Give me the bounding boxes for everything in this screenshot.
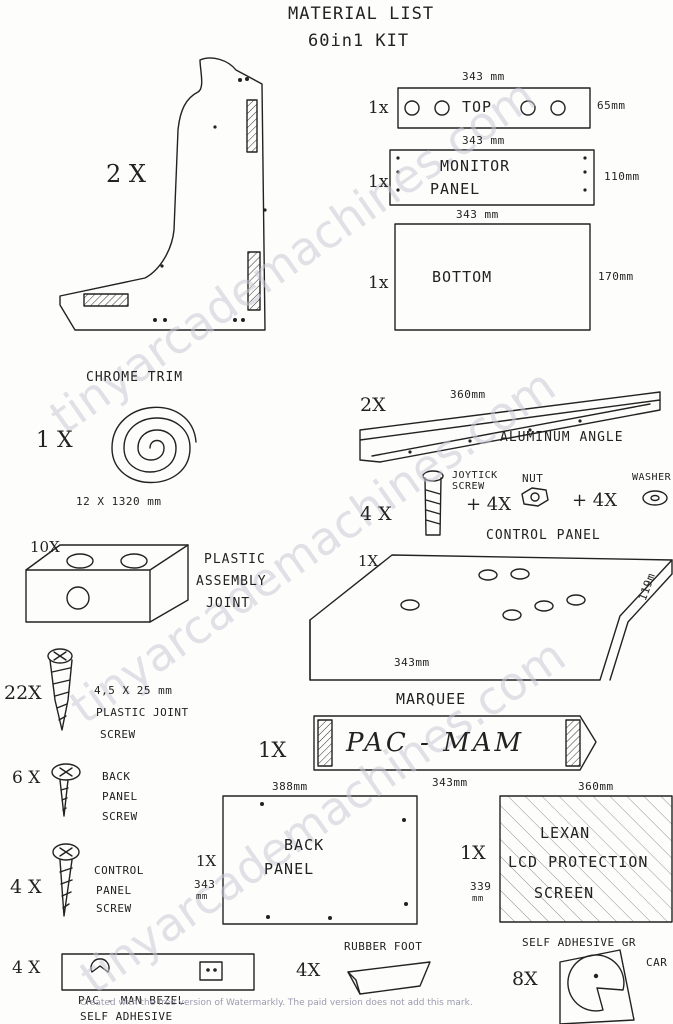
lexan-height: 339: [470, 880, 492, 893]
monitor-height: 110mm: [604, 170, 640, 183]
joint-screw-line-3: SCREW: [100, 728, 136, 741]
chrome-trim-label: CHROME TRIM: [86, 370, 184, 385]
angle-length: 360mm: [450, 388, 486, 401]
angle-label: ALUMINUM ANGLE: [500, 430, 624, 445]
top-board-drawing: [397, 87, 591, 129]
joint-screw-drawing: [47, 648, 73, 731]
lexan-drawing: [499, 795, 673, 923]
nut-drawing: [521, 487, 549, 507]
joint-label-2: ASSEMBLY: [196, 574, 267, 589]
control-screw-drawing: [52, 843, 80, 917]
control-panel-drawing: [309, 554, 673, 681]
control-screw-line-2: PANEL: [96, 884, 132, 897]
back-panel-height: 343: [194, 878, 216, 891]
control-panel-width: 343mm: [394, 656, 430, 669]
back-panel-width: 388mm: [272, 780, 308, 793]
monitor-label-2: PANEL: [430, 180, 481, 198]
bottom-qty: 1x: [368, 273, 389, 293]
marquee-title: MARQUEE: [396, 690, 467, 708]
chrome-trim-qty: 1 X: [36, 428, 73, 453]
joint-qty: 10X: [30, 538, 60, 556]
decal-label-1: SELF ADHESIVE GR: [522, 936, 636, 949]
watermark-footer: Created with the free version of Waterma…: [80, 998, 473, 1008]
nut-label: NUT: [522, 472, 544, 485]
joystick-screw-qty: 4 X: [360, 503, 392, 525]
back-screw-line-2: PANEL: [102, 790, 138, 803]
side-panel-qty: 2 X: [106, 160, 146, 188]
lexan-width: 360mm: [578, 780, 614, 793]
top-label: TOP: [462, 98, 493, 116]
bezel-line-1: PAC - MAN BEZEL: [78, 994, 185, 1007]
nut-qty: + 4X: [466, 494, 512, 515]
control-hw-label: CONTROL PANEL: [486, 528, 601, 543]
monitor-panel-drawing: [389, 149, 595, 206]
back-panel-label-2: PANEL: [264, 860, 315, 878]
back-panel-height-unit: mm: [196, 892, 208, 902]
aluminum-angle-drawing: [359, 391, 661, 463]
joint-label-1: PLASTIC: [204, 552, 266, 567]
bottom-label: BOTTOM: [432, 268, 493, 286]
plastic-joint-drawing: [25, 544, 189, 623]
control-screw-line-1: CONTROL: [94, 864, 144, 877]
rubber-foot-qty: 4X: [296, 960, 321, 981]
control-panel-qty: 1X: [358, 552, 379, 570]
marquee-text: PAC - MAM: [346, 728, 525, 758]
decal-drawing: [559, 949, 635, 1024]
bezel-qty: 4 X: [12, 958, 41, 978]
lexan-line-2: LCD PROTECTION: [508, 853, 649, 871]
chrome-trim-size: 12 X 1320 mm: [76, 495, 162, 508]
washer-drawing: [642, 490, 668, 506]
bottom-height: 170mm: [598, 270, 634, 283]
joint-screw-line-2: PLASTIC JOINT: [96, 706, 189, 719]
bottom-width: 343 mm: [456, 208, 499, 221]
rubber-foot-drawing: [347, 961, 431, 995]
joystick-screw-drawing: [422, 470, 444, 536]
lexan-line-1: LEXAN: [540, 824, 591, 842]
lexan-qty: 1X: [460, 842, 486, 864]
marquee-qty: 1X: [258, 738, 287, 762]
joint-screw-line-1: 4,5 X 25 mm: [94, 684, 173, 697]
joint-screw-qty: 22X: [4, 682, 42, 704]
back-screw-qty: 6 X: [12, 768, 41, 788]
back-panel-qty: 1X: [196, 852, 217, 870]
side-panel-drawing: [59, 57, 267, 331]
angle-qty: 2X: [360, 394, 386, 416]
monitor-label-1: MONITOR: [440, 157, 511, 175]
chrome-trim-spiral: [111, 406, 197, 484]
marquee-width: 343mm: [432, 776, 468, 789]
back-panel-label-1: BACK: [284, 836, 325, 854]
washer-label: WASHER: [632, 472, 672, 483]
marquee-drawing: [313, 715, 597, 771]
lexan-height-unit: mm: [472, 894, 484, 904]
joystick-screw-label: JOYTICK SCREW: [452, 470, 498, 492]
rubber-foot-label: RUBBER FOOT: [344, 940, 423, 953]
monitor-width: 343 mm: [462, 134, 505, 147]
lexan-line-3: SCREEN: [534, 884, 595, 902]
top-qty: 1x: [368, 98, 389, 118]
page-subtitle: 60in1 KIT: [308, 31, 410, 51]
page-title: MATERIAL LIST: [288, 4, 435, 24]
joint-label-3: JOINT: [206, 596, 251, 611]
top-height: 65mm: [597, 99, 626, 112]
washer-qty: + 4X: [572, 490, 618, 511]
back-screw-line-1: BACK: [102, 770, 131, 783]
monitor-qty: 1x: [368, 172, 389, 192]
back-screw-line-3: SCREW: [102, 810, 138, 823]
bezel-line-2: SELF ADHESIVE: [80, 1010, 173, 1023]
control-screw-line-3: SCREW: [96, 902, 132, 915]
bezel-drawing: [61, 953, 255, 991]
bottom-board-drawing: [394, 223, 591, 331]
control-screw-qty: 4 X: [10, 876, 42, 898]
back-screw-drawing: [51, 763, 81, 817]
decal-qty: 8X: [512, 968, 538, 990]
decal-label-2: CAR: [646, 956, 668, 969]
top-width: 343 mm: [462, 70, 505, 83]
back-panel-drawing: [222, 795, 418, 925]
